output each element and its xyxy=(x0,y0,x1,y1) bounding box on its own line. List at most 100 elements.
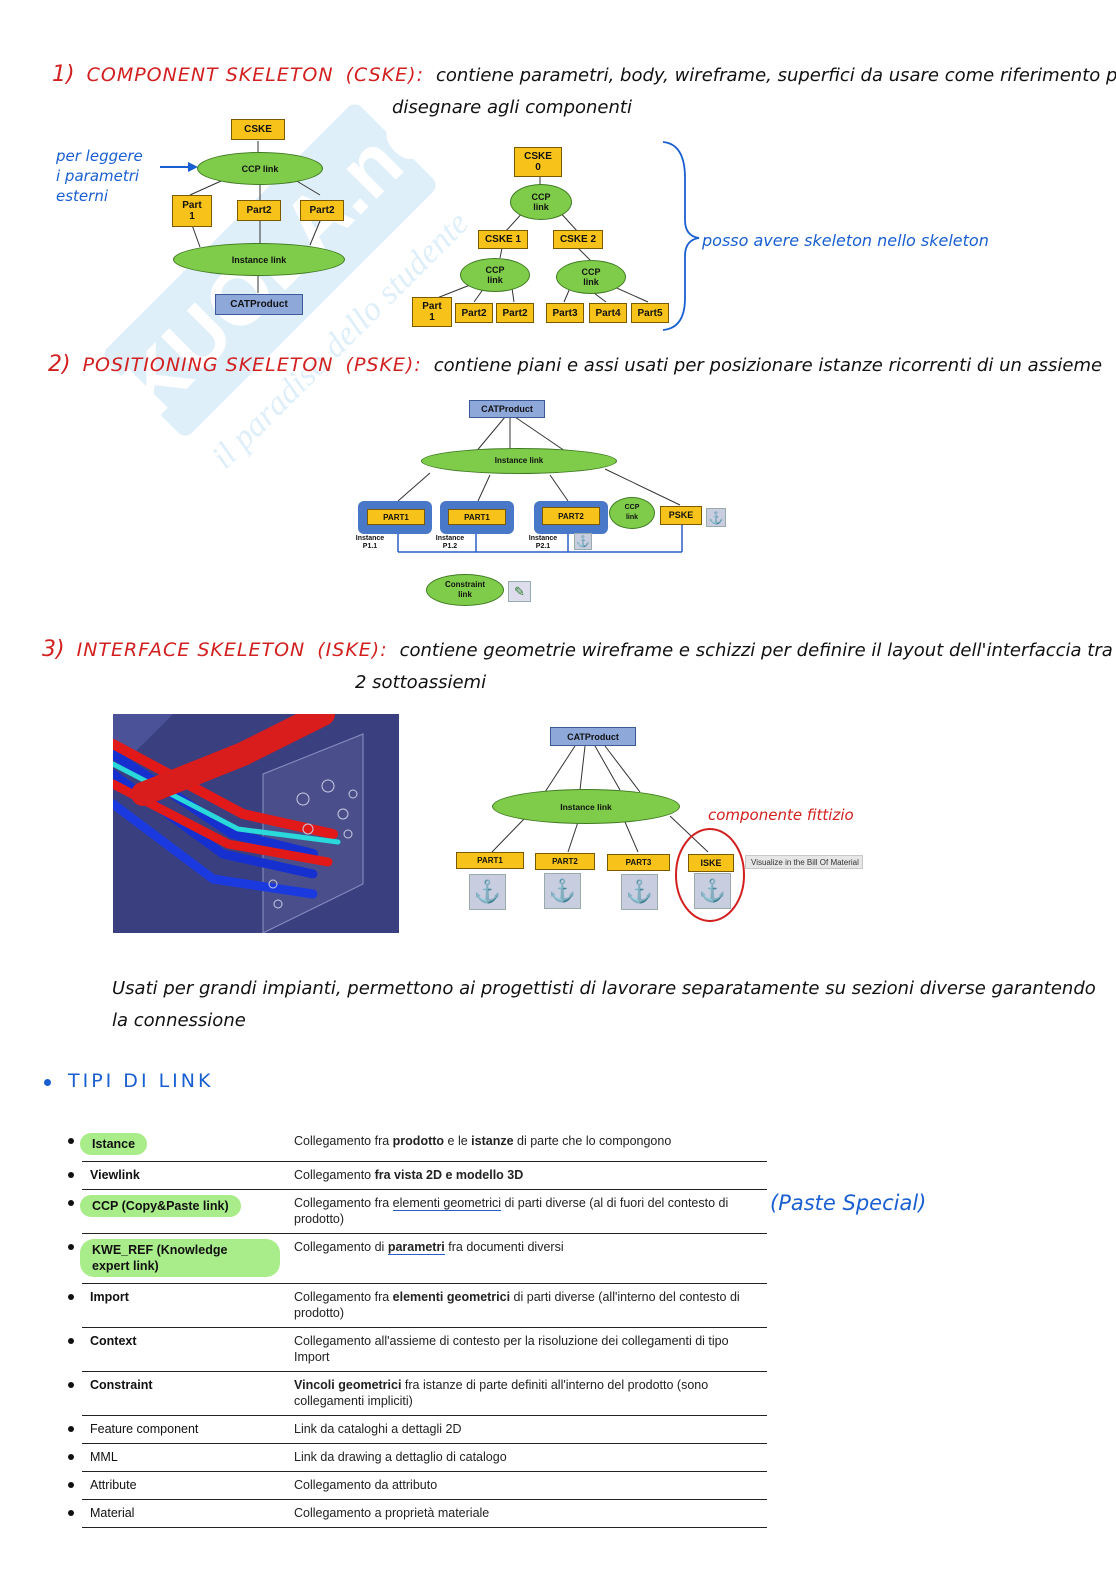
table-row: Import Collegamento fra elementi geometri… xyxy=(82,1283,767,1328)
table-row: MML Link da drawing a dettaglio di catalo… xyxy=(82,1443,767,1472)
cske1-node: CSKE 1 xyxy=(478,230,528,249)
row-bullet xyxy=(68,1199,74,1206)
cske-node: CSKE xyxy=(231,119,285,140)
curly-brace xyxy=(662,141,700,331)
link-type-name: Material xyxy=(82,1499,286,1528)
section3-abbr: (ISKE): xyxy=(317,639,388,661)
section1-abbr: (CSKE): xyxy=(345,64,424,86)
link-type-label: Import xyxy=(90,1290,129,1304)
link-type-description: Link da drawing a dettaglio di catalogo xyxy=(286,1443,767,1472)
note-line: i parametri xyxy=(56,167,140,185)
part1-node: PART1 xyxy=(448,509,506,525)
link-type-label: Constraint xyxy=(90,1378,153,1392)
pipes-3d-render xyxy=(113,714,399,933)
diagram1-left-lines xyxy=(160,141,321,293)
link-type-label: MML xyxy=(90,1450,118,1464)
instance-p11-label: Instance P1.1 xyxy=(355,535,385,550)
ccp-link-ellipse: CCP link xyxy=(609,497,655,529)
pske-node: PSKE xyxy=(660,506,702,525)
anchor-icon: ⚓ xyxy=(469,874,506,910)
link-type-description: Collegamento da attributo xyxy=(286,1471,767,1500)
instance-link-ellipse: Instance link xyxy=(173,243,345,276)
part2-node: PART2 xyxy=(535,853,595,870)
constraint-icon: ✎ xyxy=(508,581,531,602)
section1-number: 1) xyxy=(52,62,75,87)
anchor-icon: ⚓ xyxy=(574,533,592,550)
diagram2-lines xyxy=(397,416,683,553)
section2-desc: contiene piani e assi usati per posizion… xyxy=(433,355,1103,376)
part1-node: PART1 xyxy=(367,509,425,525)
link-type-description: Collegamento all'assieme di contesto per… xyxy=(286,1327,767,1372)
part1-node: Part 1 xyxy=(412,297,452,327)
instance-p21-label: Instance P2.1 xyxy=(528,535,558,550)
link-type-name: Attribute xyxy=(82,1471,286,1500)
part1-node: PART1 xyxy=(456,852,524,869)
link-type-description: Link da cataloghi a dettagli 2D xyxy=(286,1415,767,1444)
links-heading: TIPI DI LINK xyxy=(68,1070,214,1092)
section2-heading: 2) POSITIONING SKELETON (PSKE): contiene… xyxy=(48,352,1102,377)
table-row: Constraint Vincoli geometrici fra istanze… xyxy=(82,1371,767,1416)
section3-usage-line1: Usati per grandi impianti, permettono ai… xyxy=(112,978,1096,999)
row-bullet xyxy=(68,1481,74,1488)
cske0-node: CSKE 0 xyxy=(514,147,562,177)
links-note-special: (Paste Special) xyxy=(770,1191,927,1215)
part5-node: Part5 xyxy=(631,303,669,323)
section3-usage-line2: la connessione xyxy=(112,1010,246,1031)
link-type-description: Collegamento fra elementi geometrici di … xyxy=(286,1283,767,1328)
instance-link-ellipse: Instance link xyxy=(421,448,617,474)
note-line: per leggere xyxy=(56,147,143,165)
section3-number: 3) xyxy=(42,637,65,662)
anchor-icon: ⚓ xyxy=(544,873,581,909)
ccp-link-ellipse: CCP link xyxy=(197,152,323,185)
link-type-name: MML xyxy=(82,1443,286,1472)
iske-node: ISKE xyxy=(688,854,734,872)
row-bullet xyxy=(68,1337,74,1344)
catproduct-node: CATProduct xyxy=(215,294,303,315)
section2-abbr: (PSKE): xyxy=(345,354,422,376)
part3-node: PART3 xyxy=(607,854,670,871)
link-type-label: KWE_REF (Knowledge expert link) xyxy=(80,1239,280,1277)
row-bullet xyxy=(68,1293,74,1300)
section1-desc-line1: contiene parametri, body, wireframe, sup… xyxy=(435,65,1116,86)
section1-note-left: per leggere i parametri esterni xyxy=(56,146,143,206)
cske2-node: CSKE 2 xyxy=(553,230,603,249)
link-type-label: Context xyxy=(90,1334,137,1348)
row-bullet xyxy=(68,1509,74,1516)
link-type-name: Context xyxy=(82,1327,286,1372)
row-bullet xyxy=(68,1171,74,1178)
note-line: esterni xyxy=(56,187,108,205)
table-row: KWE_REF (Knowledge expert link)Collegame… xyxy=(80,1233,767,1284)
section3-title: INTERFACE SKELETON xyxy=(76,639,306,661)
link-type-description: Vincoli geometrici fra istanze di parte … xyxy=(286,1371,767,1416)
heading-bullet xyxy=(44,1079,51,1086)
table-row: Context Collegamento all'assieme di conte… xyxy=(82,1327,767,1372)
section2-number: 2) xyxy=(48,352,71,377)
link-type-name: CCP (Copy&Paste link) xyxy=(80,1189,286,1234)
link-type-label: Feature component xyxy=(90,1422,199,1436)
anchor-icon: ⚓ xyxy=(694,873,731,909)
ccp-link-ellipse: CCP link xyxy=(460,258,530,292)
catproduct-node: CATProduct xyxy=(469,400,545,418)
link-type-name: KWE_REF (Knowledge expert link) xyxy=(80,1233,286,1284)
link-type-name: Constraint xyxy=(82,1371,286,1416)
part2-node: Part2 xyxy=(237,200,281,221)
red-circle-highlight xyxy=(675,828,745,922)
table-row: Attribute Collegamento da attributo xyxy=(82,1471,767,1500)
section3-desc-line2: 2 sottoassiemi xyxy=(355,672,487,693)
link-type-description: Collegamento fra vista 2D e modello 3D xyxy=(286,1161,767,1190)
link-type-name: Istance xyxy=(80,1128,286,1162)
link-type-description: Collegamento fra elementi geometrici di … xyxy=(286,1189,767,1234)
section3-desc-line1: contiene geometrie wireframe e schizzi p… xyxy=(399,640,1113,661)
instance-p12-label: Instance P1.2 xyxy=(435,535,465,550)
link-type-label: CCP (Copy&Paste link) xyxy=(80,1195,241,1217)
part2-node: Part2 xyxy=(496,303,534,323)
tooltip-bom: Visualize in the Bill Of Material xyxy=(745,855,863,869)
constraint-link-ellipse: Constraint link xyxy=(426,574,504,606)
link-type-label: Attribute xyxy=(90,1478,137,1492)
link-type-label: Istance xyxy=(80,1133,148,1155)
link-type-description: Collegamento a proprietà materiale xyxy=(286,1499,767,1528)
table-row: Feature component Link da cataloghi a det… xyxy=(82,1415,767,1444)
ccp-link-ellipse: CCP link xyxy=(556,260,626,294)
